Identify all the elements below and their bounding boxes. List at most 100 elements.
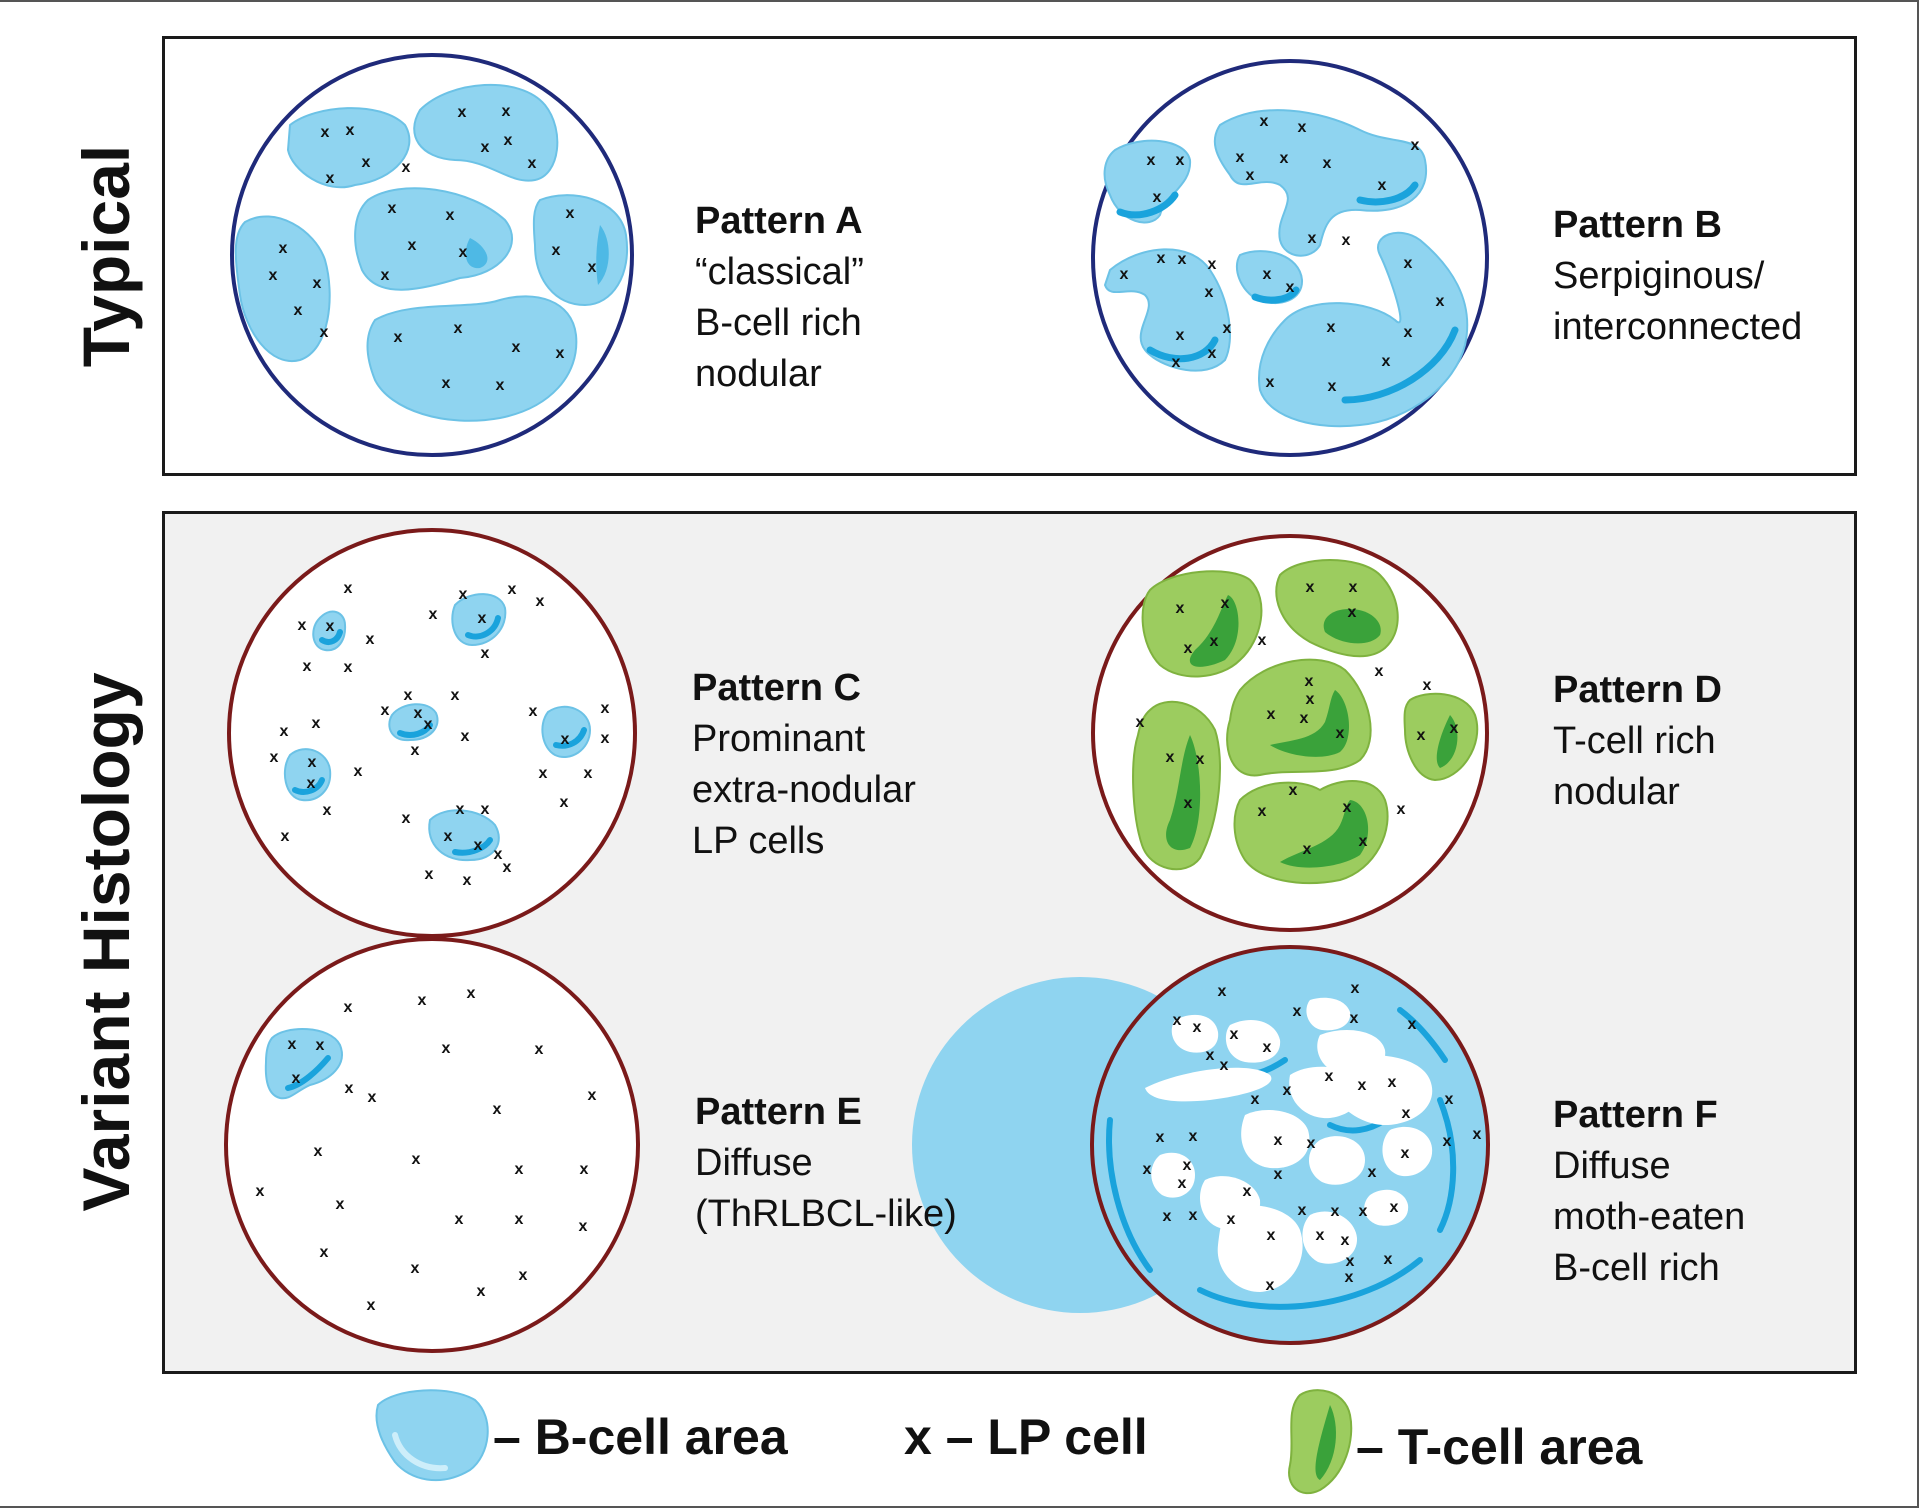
pattern-a-line: nodular: [695, 353, 822, 395]
lp-cell-marker: x: [346, 122, 355, 139]
pattern-f-line: B-cell rich: [1553, 1247, 1720, 1289]
moth-eaten-gap: [1308, 1136, 1365, 1185]
pattern-b-line: Serpiginous/: [1553, 255, 1765, 297]
b-cell-highlight: [319, 629, 343, 645]
lp-cell-marker: x: [1368, 1164, 1377, 1181]
lp-cell-marker: x: [444, 828, 453, 845]
lp-cell-marker: x: [326, 618, 335, 635]
lp-cell-marker: x: [1157, 250, 1166, 267]
lp-cell-marker: x: [474, 837, 483, 854]
lp-cell-marker: x: [1143, 1161, 1152, 1178]
lp-cell-marker: x: [1266, 374, 1275, 391]
lp-cell-marker: x: [281, 828, 290, 845]
lp-cell-marker: x: [408, 237, 417, 254]
lp-cell-marker: x: [459, 244, 468, 261]
lp-cell-marker: x: [402, 810, 411, 827]
lp-cell-marker: x: [1351, 980, 1360, 997]
b-cell-highlight: [1397, 1007, 1448, 1063]
lp-cell-marker: x: [1223, 320, 1232, 337]
b-cell-highlight: [465, 238, 488, 269]
lp-cell-marker: x: [455, 1211, 464, 1228]
lp-cell-marker: x: [1147, 152, 1156, 169]
lp-cell-marker: x: [535, 1041, 544, 1058]
lp-cell-marker: x: [344, 580, 353, 597]
lp-cell-marker: x: [566, 205, 575, 222]
pattern-d-line: T-cell rich: [1553, 720, 1716, 762]
lp-cell-marker: x: [1184, 640, 1193, 657]
t-cell-nodule: [1403, 692, 1479, 782]
lp-cell-marker: x: [1345, 1269, 1354, 1286]
lp-cell-marker: x: [1473, 1126, 1482, 1143]
lp-cell-marker: x: [1196, 751, 1205, 768]
lp-cell-marker: x: [412, 1151, 421, 1168]
lp-cell-marker: x: [314, 1143, 323, 1160]
lp-cell-marker: x: [1388, 1074, 1397, 1091]
b-cell-highlight: [465, 615, 501, 640]
lp-cell-marker: x: [411, 1260, 420, 1277]
moth-eaten-gap: [1225, 1020, 1281, 1063]
lp-cell-marker: x: [1183, 1157, 1192, 1174]
lp-cell-marker: x: [560, 794, 569, 811]
lp-cell-marker: x: [1193, 1019, 1202, 1036]
lp-cell-marker: x: [1243, 1183, 1252, 1200]
lp-cell-marker: x: [1260, 113, 1269, 130]
lp-cell-marker: x: [515, 1161, 524, 1178]
lp-cell-marker: x: [1227, 1211, 1236, 1228]
lp-cell-marker: x: [321, 124, 330, 141]
pattern-f-title: Pattern F: [1553, 1094, 1718, 1136]
lp-cell-marker: x: [1305, 673, 1314, 690]
pattern-f-line: moth-eaten: [1553, 1196, 1746, 1238]
lp-cell-marker: x: [528, 155, 537, 172]
lp-cell-marker: x: [539, 765, 548, 782]
lp-cell-marker: x: [1120, 266, 1129, 283]
legend-b-cell-label: – B-cell area: [493, 1409, 788, 1465]
b-cell-highlight: [1341, 326, 1459, 404]
lp-cell-marker: x: [429, 606, 438, 623]
lp-cell-marker: x: [1316, 1227, 1325, 1244]
b-cell-nodule: [532, 194, 629, 307]
lp-cell-marker: x: [1220, 1057, 1229, 1074]
pattern-a-line: “classical”: [695, 251, 864, 293]
lp-cell-marker: x: [308, 754, 317, 771]
lp-cell-marker: x: [402, 159, 411, 176]
moth-eaten-gap: [1241, 1110, 1310, 1169]
b-cell-highlight: [1356, 181, 1419, 206]
b-cell-highlight: [1197, 1257, 1423, 1310]
lp-cell-marker: x: [556, 345, 565, 362]
lp-cell-marker: x: [1258, 632, 1267, 649]
lp-cell-marker: x: [1384, 1251, 1393, 1268]
lp-cell-marker: x: [442, 375, 451, 392]
lp-cell-marker: x: [1274, 1166, 1283, 1183]
lp-cell-marker: x: [536, 593, 545, 610]
lp-cell-marker: x: [1258, 803, 1267, 820]
legend-t-cell-label: – T-cell area: [1356, 1419, 1643, 1475]
lp-cell-marker: x: [459, 586, 468, 603]
lp-cell-marker: x: [1163, 1208, 1172, 1225]
lp-cell-marker: x: [404, 687, 413, 704]
lp-cell-marker: x: [326, 170, 335, 187]
lp-cell-marker: x: [1401, 1145, 1410, 1162]
lp-cell-marker: x: [270, 749, 279, 766]
lp-cell-marker: x: [456, 801, 465, 818]
t-cell-nodule: [1132, 700, 1221, 871]
lp-cell-marker: x: [1358, 1077, 1367, 1094]
lp-cell-marker: x: [303, 658, 312, 675]
lp-cell-marker: x: [1348, 604, 1357, 621]
pattern-a-line: B-cell rich: [695, 302, 862, 344]
pattern-c-line: LP cells: [692, 820, 825, 862]
lp-cell-marker: x: [411, 742, 420, 759]
lp-cell-marker: x: [451, 687, 460, 704]
lp-cell-marker: x: [1176, 327, 1185, 344]
lp-cell-marker: x: [463, 872, 472, 889]
b-cell-highlight: [1251, 286, 1300, 304]
lp-cell-marker: x: [1390, 1199, 1399, 1216]
lp-cell-marker: x: [388, 200, 397, 217]
lp-cell-marker: x: [1263, 1039, 1272, 1056]
lp-cell-marker: x: [502, 103, 511, 120]
lp-cell-marker: x: [1184, 795, 1193, 812]
lp-cell-marker: x: [368, 1089, 377, 1106]
lp-cell-marker: x: [504, 132, 513, 149]
b-cell-highlight: [553, 727, 587, 749]
lp-cell-marker: x: [442, 1040, 451, 1057]
lp-cell-marker: x: [256, 1183, 265, 1200]
